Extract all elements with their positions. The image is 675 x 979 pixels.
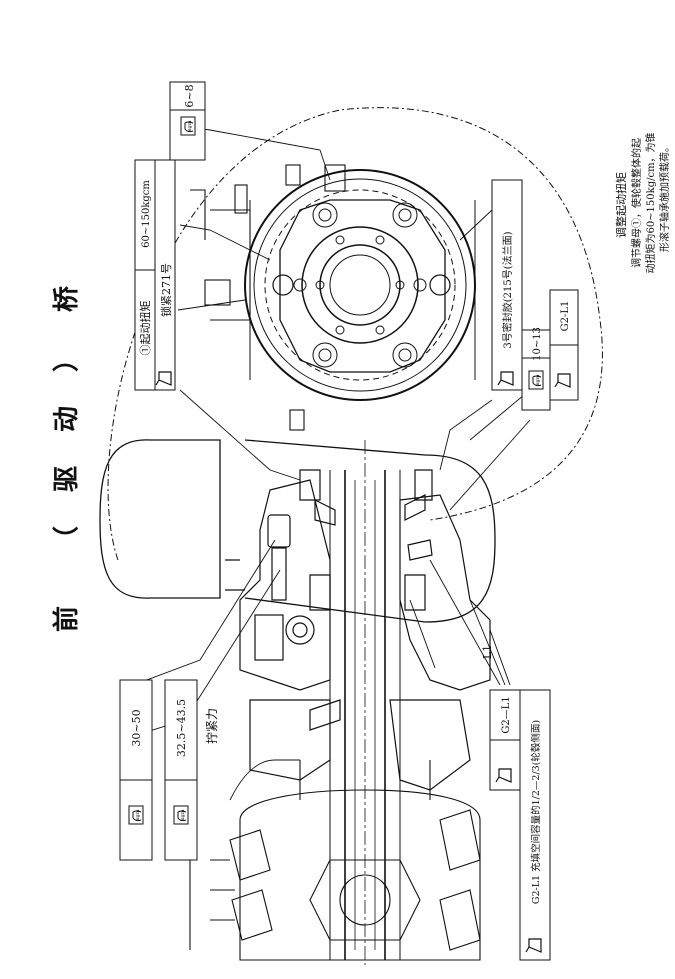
label-grease-g2l1-b: G2—L1 [501, 696, 512, 733]
note-line-1: 调节螺母①，使轮毂整体的起 [630, 138, 643, 268]
title-char-1: 前 [51, 606, 82, 632]
hub-flange [244, 169, 476, 401]
title-char-2: （ [52, 526, 82, 552]
torque-wrench-icon [180, 116, 196, 136]
callout-starting-torque: ①起动扭矩 60~150kgcm 锁紧271号 [134, 159, 176, 391]
label-starting-torque: ①起动扭矩 [138, 301, 152, 356]
callout-grease-fill: G2—L1 G2-L1 充填空间容量的1/2—2/3(轮毂侧面) L1 [481, 645, 551, 961]
torque-wrench-icon [128, 805, 144, 825]
callout-torque-32-43: 32.5~43.5 拧紧力 [164, 679, 219, 861]
title-char-4: 动 [52, 406, 82, 432]
tire-outline [99, 439, 496, 623]
axle-shaft [329, 440, 401, 965]
title-char-3: 驱 [52, 466, 82, 492]
label-torque-10-13: 10~13 [532, 327, 543, 361]
note-line-3: 形滚子轴承施加预载荷。 [658, 142, 671, 252]
title-char-5: ） [52, 346, 82, 372]
label-sealant-3: 3号密封胶(215号(法兰面) [501, 231, 514, 348]
torque-wrench-icon [528, 370, 544, 390]
page-title: 前 （ 驱 动 ） 桥 [51, 285, 82, 632]
callout-torque-30-50: 30~50 [119, 679, 153, 861]
note-line-2: 动扭矩为60~150kg/cm，为锥 [644, 132, 657, 273]
torque-wrench-icon [173, 805, 189, 825]
title-char-6: 桥 [52, 285, 82, 312]
adjustment-note: 调整起动扭矩 调节螺母①，使轮毂整体的起 动扭矩为60~150kg/cm，为锥 … [614, 132, 671, 273]
brake-components [190, 164, 346, 431]
label-grease-fill-note: G2-L1 充填空间容量的1/2—2/3(轮毂侧面) [530, 720, 542, 904]
detail-circle [107, 107, 603, 561]
label-torque-6-8: 6~8 [183, 84, 196, 107]
steering-knuckle [225, 469, 491, 791]
label-tightening-force: 拧紧力 [205, 708, 219, 744]
label-l1: L1 [481, 645, 494, 659]
label-starting-torque-value: 60~150kgcm [141, 180, 152, 248]
label-torque-32-43: 32.5~43.5 [175, 699, 188, 757]
leader-lines [119, 124, 531, 801]
label-torque-30-50: 30~50 [130, 709, 143, 746]
callout-sealant-stack: 3号密封胶(215号(法兰面) 10~13 G2-L1 [491, 179, 579, 411]
callout-torque-6-8: 6~8 [169, 81, 206, 161]
label-lock-271: 锁紧271号 [159, 263, 173, 317]
differential [189, 760, 481, 961]
note-title: 调整起动扭矩 [614, 172, 628, 238]
label-grease-g2l1-a: G2-L1 [560, 301, 571, 332]
